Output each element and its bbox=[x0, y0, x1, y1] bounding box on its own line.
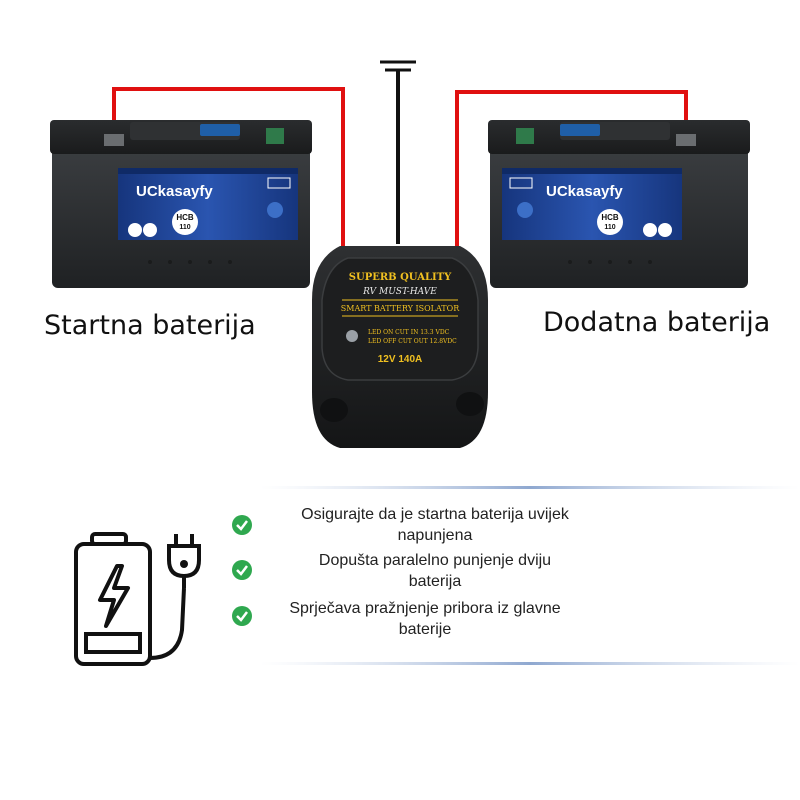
benefit-item: Sprječava pražnjenje pribora iz glavne b… bbox=[260, 598, 590, 640]
ground-symbol-icon bbox=[380, 60, 416, 72]
left-battery-model: HCB bbox=[176, 213, 194, 222]
isolator-rating: 12V 140A bbox=[378, 354, 422, 365]
benefit-line: baterije bbox=[398, 621, 452, 638]
isolator-line1: SUPERB QUALITY bbox=[349, 272, 452, 283]
benefit-line: Sprječava pražnjenje pribora iz glavne bbox=[289, 600, 561, 617]
battery-charging-icon bbox=[74, 532, 186, 666]
smart-battery-isolator: SUPERB QUALITY RV MUST-HAVE SMART BATTER… bbox=[312, 246, 488, 448]
right-battery-label: Dodatna baterija bbox=[543, 307, 771, 338]
benefit-line: napunjena bbox=[397, 527, 473, 544]
benefit-item: Dopušta paralelno punjenje dviju baterij… bbox=[270, 550, 600, 592]
top-divider bbox=[260, 486, 800, 489]
bottom-divider bbox=[260, 662, 800, 665]
plug-icon bbox=[167, 534, 201, 588]
benefit-line: Osigurajte da je startna baterija uvijek bbox=[301, 506, 569, 523]
check-circle-icon bbox=[232, 515, 252, 535]
right-battery: UCkasayfy HCB 110 bbox=[488, 120, 750, 288]
isolator-led-off: LED OFF CUT OUT 12.8VDC bbox=[368, 338, 457, 345]
check-circle-icon bbox=[232, 560, 252, 580]
left-battery: UCkasayfy HCB 110 bbox=[50, 120, 312, 288]
left-battery-brand: UCkasayfy bbox=[136, 183, 213, 200]
benefit-item: Osigurajte da je startna baterija uvijek… bbox=[270, 504, 600, 546]
right-battery-model-number: 110 bbox=[604, 224, 615, 231]
right-battery-model: HCB bbox=[601, 213, 619, 222]
check-circle-icon bbox=[232, 606, 252, 626]
left-battery-model-number: 110 bbox=[179, 224, 190, 231]
benefit-line: baterija bbox=[408, 573, 462, 590]
left-red-wire bbox=[112, 87, 345, 262]
benefit-line: Dopušta paralelno punjenje dviju bbox=[318, 552, 552, 569]
right-red-wire bbox=[455, 90, 688, 262]
left-battery-label: Startna baterija bbox=[44, 310, 256, 341]
isolator-line2: RV MUST-HAVE bbox=[362, 287, 437, 297]
right-battery-brand: UCkasayfy bbox=[546, 183, 623, 200]
battery-isolator-diagram: UCkasayfy HCB 110 UCkasayfy HCB 110 bbox=[50, 60, 750, 448]
isolator-led-on: LED ON CUT IN 13.3 VDC bbox=[368, 329, 450, 336]
isolator-line3: SMART BATTERY ISOLATOR bbox=[341, 304, 460, 313]
